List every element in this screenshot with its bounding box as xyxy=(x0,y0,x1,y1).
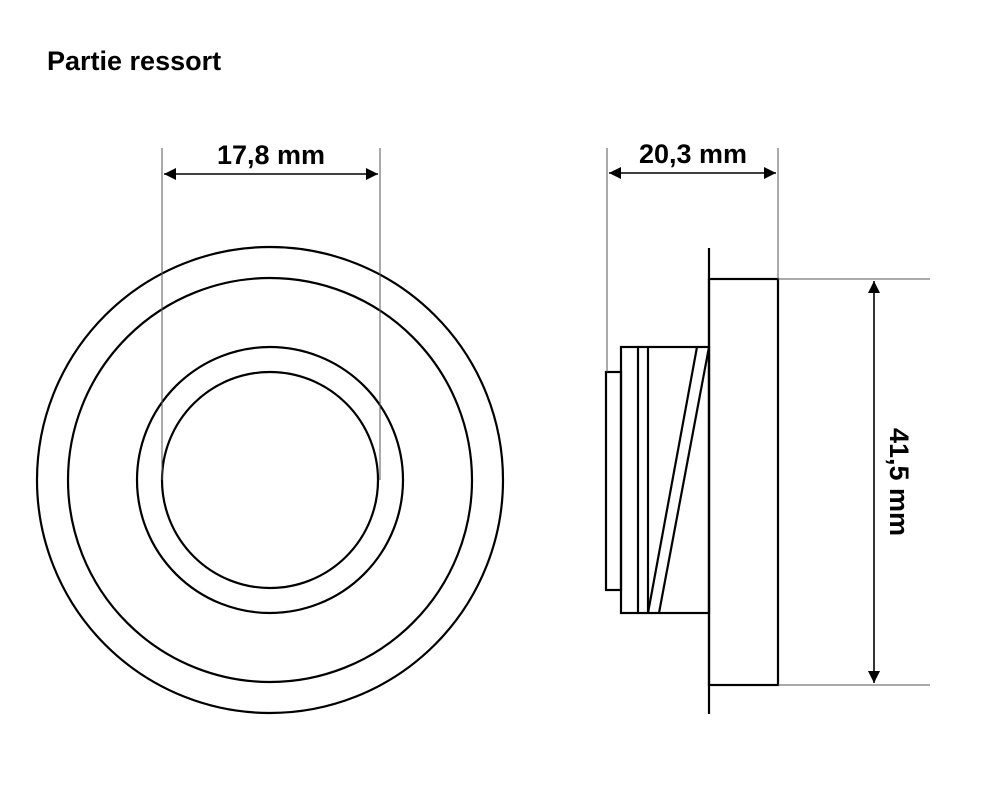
flange-block xyxy=(707,277,780,687)
outer-ring xyxy=(35,245,505,715)
front-view xyxy=(35,245,505,715)
spring-diagonal-2 xyxy=(657,346,711,614)
depth-label: 20,3 mm xyxy=(639,139,747,169)
spring-diagonal-1 xyxy=(646,346,699,614)
side-view xyxy=(604,248,780,714)
outer-diameter-label: 41,5 mm xyxy=(884,428,914,536)
flange-ring xyxy=(66,276,474,684)
bore-ring xyxy=(160,370,380,590)
outer-diameter-dimension: 41,5 mm xyxy=(778,278,930,686)
inner-diameter-label: 17,8 mm xyxy=(217,140,325,170)
collar-ring xyxy=(135,345,405,615)
threaded-collar xyxy=(619,345,711,615)
front-lip xyxy=(604,370,623,592)
inner-diameter-dimension: 17,8 mm xyxy=(161,140,381,480)
depth-dimension: 20,3 mm xyxy=(606,139,779,372)
drawing-title: Partie ressort xyxy=(47,46,222,76)
